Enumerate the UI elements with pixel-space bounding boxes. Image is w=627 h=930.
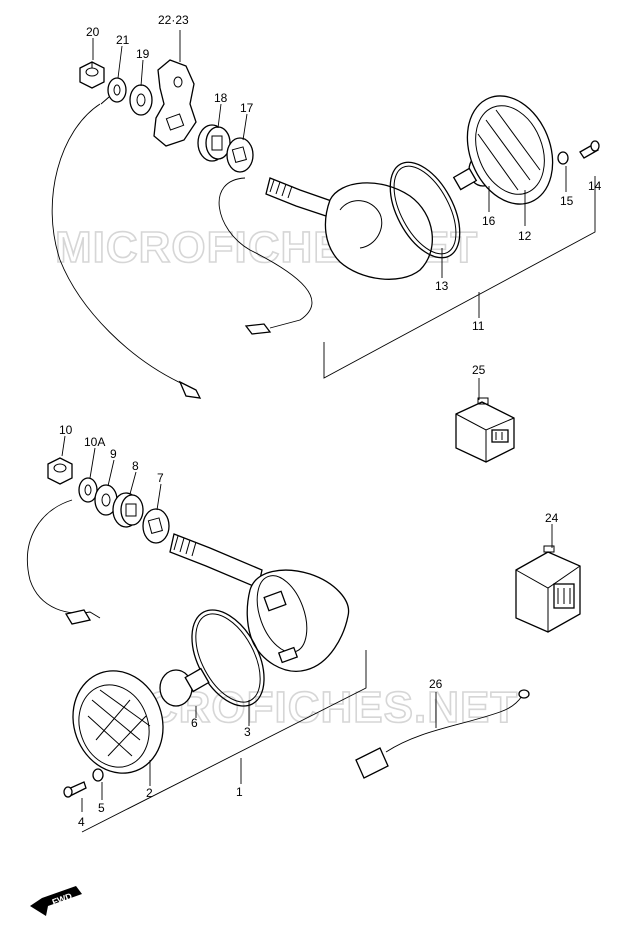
part-21-washer <box>100 77 127 105</box>
part-5-washer <box>92 768 104 782</box>
label-13: 13 <box>435 279 449 293</box>
wire-left-top <box>51 103 199 397</box>
part-20-nut <box>79 61 105 89</box>
label-18: 18 <box>214 91 228 105</box>
part-8-spacer <box>112 492 144 528</box>
part-18-spacer <box>197 124 231 162</box>
part-2-lens <box>72 670 164 774</box>
label-2: 2 <box>146 786 153 800</box>
bottom-leader-lines <box>61 435 367 833</box>
label-7: 7 <box>157 471 164 485</box>
label-3: 3 <box>244 725 251 739</box>
fwd-arrow-icon: FWD <box>30 886 82 916</box>
part-13-gasket <box>389 161 461 259</box>
label-21: 21 <box>116 33 130 47</box>
fwd-label: FWD <box>51 891 74 908</box>
label-4: 4 <box>78 815 85 829</box>
label-10: 10 <box>59 423 73 437</box>
part-6-bulb <box>159 667 210 707</box>
label-6: 6 <box>191 716 198 730</box>
top-leader-lines <box>92 30 596 379</box>
part-3-gasket-inner <box>195 613 261 703</box>
label-20: 20 <box>86 25 100 39</box>
part-26-ground-wire <box>355 689 530 779</box>
label-8: 8 <box>132 459 139 473</box>
part-7-cushion <box>142 508 170 544</box>
label-22-23: 22·23 <box>158 13 189 27</box>
label-9: 9 <box>110 447 117 461</box>
label-5: 5 <box>98 801 105 815</box>
part-1-housing <box>246 569 350 672</box>
label-17: 17 <box>240 101 254 115</box>
label-24: 24 <box>545 511 559 525</box>
part-11-housing <box>324 182 433 280</box>
part-14-screw <box>579 140 600 159</box>
part-22-23-bracket <box>153 59 197 147</box>
label-25: 25 <box>472 363 486 377</box>
label-16: 16 <box>482 214 496 228</box>
wire-terminal-top-2 <box>244 323 272 335</box>
part-25-relay <box>455 397 515 463</box>
label-15: 15 <box>560 194 574 208</box>
part-13-gasket-inner <box>393 165 457 255</box>
label-14: 14 <box>588 179 602 193</box>
part-10-nut <box>47 457 73 485</box>
part-24-relay <box>515 545 581 633</box>
part-19-washer <box>129 84 153 116</box>
part-12-lens <box>466 95 554 205</box>
wire-left-bottom <box>26 499 101 619</box>
label-11: 11 <box>472 319 485 333</box>
label-12: 12 <box>518 229 532 243</box>
part-17-cushion <box>226 137 254 173</box>
label-1: 1 <box>236 785 243 799</box>
wire-terminal-top-1 <box>178 380 202 399</box>
part-15-washer <box>557 151 569 165</box>
wire-terminal-bottom <box>64 609 92 625</box>
label-26: 26 <box>429 677 443 691</box>
label-10A: 10A <box>84 435 105 449</box>
label-19: 19 <box>136 47 150 61</box>
bottom-housing-stem <box>169 533 263 589</box>
wire-inner-top <box>218 177 313 329</box>
part-4-screw <box>63 781 87 798</box>
part-10A-washer <box>78 477 98 503</box>
